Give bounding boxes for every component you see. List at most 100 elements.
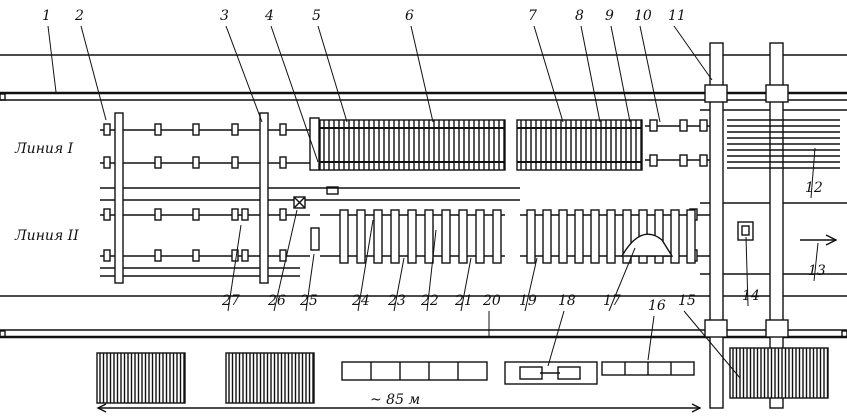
tie-plate xyxy=(154,249,162,262)
tie-plate xyxy=(103,208,111,221)
tie-plate xyxy=(154,123,162,136)
leader-line xyxy=(810,147,816,199)
tie-plate xyxy=(231,123,239,136)
sleeper xyxy=(574,209,584,264)
sleeper xyxy=(424,209,434,264)
leader-line xyxy=(547,310,565,367)
callout-17: 17 xyxy=(603,293,621,309)
sleeper xyxy=(441,209,451,264)
tie-plate xyxy=(649,154,658,167)
tie-plate xyxy=(699,154,708,167)
control-box-4 xyxy=(326,186,339,195)
leader-line xyxy=(410,25,434,123)
callout-18: 18 xyxy=(558,293,576,309)
leader-line xyxy=(683,310,741,379)
tie-plate xyxy=(241,208,249,221)
tie-plate xyxy=(679,154,688,167)
tie-plate xyxy=(103,156,111,169)
tie-plate xyxy=(103,123,111,136)
callout-2: 2 xyxy=(74,8,84,24)
gauge-template-17 xyxy=(620,233,674,257)
stockpiles xyxy=(96,347,829,404)
callout-25: 25 xyxy=(299,293,318,309)
tie-plate xyxy=(699,119,708,132)
leader-line xyxy=(533,25,564,123)
tie-plate xyxy=(279,123,287,136)
sleeper xyxy=(542,209,552,264)
overhead-crane-11 xyxy=(704,42,789,409)
tie-plate xyxy=(192,249,200,262)
leader-line xyxy=(813,242,819,282)
tie-plate xyxy=(192,123,200,136)
callout-27: 27 xyxy=(221,293,240,309)
leader-line xyxy=(524,257,538,312)
leader-lines xyxy=(47,25,819,379)
leader-line xyxy=(270,25,319,163)
callout-7: 7 xyxy=(528,8,537,24)
sleeper xyxy=(407,209,417,264)
gantry-3 xyxy=(259,112,269,284)
track-panel-stack-12 xyxy=(727,119,840,169)
line-1-label: Линия I xyxy=(14,141,74,157)
tie-plate xyxy=(103,249,111,262)
leader-line xyxy=(317,25,348,123)
leader-line xyxy=(80,25,107,121)
empty-panel-stack xyxy=(341,361,488,381)
tie-plate xyxy=(241,249,249,262)
callout-22: 22 xyxy=(420,293,439,309)
leader-line xyxy=(357,219,374,312)
leader-line xyxy=(426,229,437,312)
line-2-tracks xyxy=(100,214,712,257)
loading-stop xyxy=(309,117,320,171)
interior-tracks xyxy=(100,187,847,277)
sleeper xyxy=(526,209,536,264)
sleeper xyxy=(622,209,632,264)
leader-line xyxy=(647,315,655,361)
dimension-label: ~ 85 м xyxy=(370,392,420,408)
sleeper xyxy=(670,209,680,264)
callout-3: 3 xyxy=(220,8,229,24)
sleeper xyxy=(686,209,696,264)
leader-line xyxy=(273,209,298,312)
leader-line xyxy=(639,25,661,123)
tie-plate xyxy=(279,156,287,169)
line-1-tie-plates xyxy=(103,119,708,169)
storage-cars-18 xyxy=(504,361,598,385)
sleeper xyxy=(558,209,568,264)
sleeper xyxy=(590,209,600,264)
callout-16: 16 xyxy=(648,298,666,314)
leader-line xyxy=(225,25,263,123)
leader-line xyxy=(610,25,631,123)
callout-10: 10 xyxy=(634,8,652,24)
tie-plate xyxy=(154,208,162,221)
crossed-box-26 xyxy=(293,196,306,209)
leader-line xyxy=(227,224,242,312)
tie-plate xyxy=(231,249,239,262)
line-2-label: Линия II xyxy=(14,228,79,244)
sleeper xyxy=(492,209,502,264)
panel-stack-16 xyxy=(601,361,695,376)
sleeper xyxy=(475,209,485,264)
callout-14: 14 xyxy=(742,288,760,304)
leader-line xyxy=(608,247,636,312)
tie-plate xyxy=(279,249,287,262)
tie-plate xyxy=(154,156,162,169)
sleeper xyxy=(356,209,366,264)
leader-line xyxy=(745,236,749,307)
sleeper xyxy=(339,209,349,264)
callout-6: 6 xyxy=(405,8,414,24)
callout-13: 13 xyxy=(808,263,826,279)
leader-line xyxy=(580,25,601,123)
leader-line xyxy=(460,257,472,312)
tie-plate xyxy=(649,119,658,132)
dimension-line xyxy=(96,403,702,413)
callout-26: 26 xyxy=(267,293,286,309)
sleeper xyxy=(373,209,383,264)
assembled-track-panel-7 xyxy=(516,119,643,171)
sleeper xyxy=(458,209,468,264)
callout-24: 24 xyxy=(351,293,370,309)
callout-23: 23 xyxy=(387,293,406,309)
tie-plate xyxy=(679,119,688,132)
